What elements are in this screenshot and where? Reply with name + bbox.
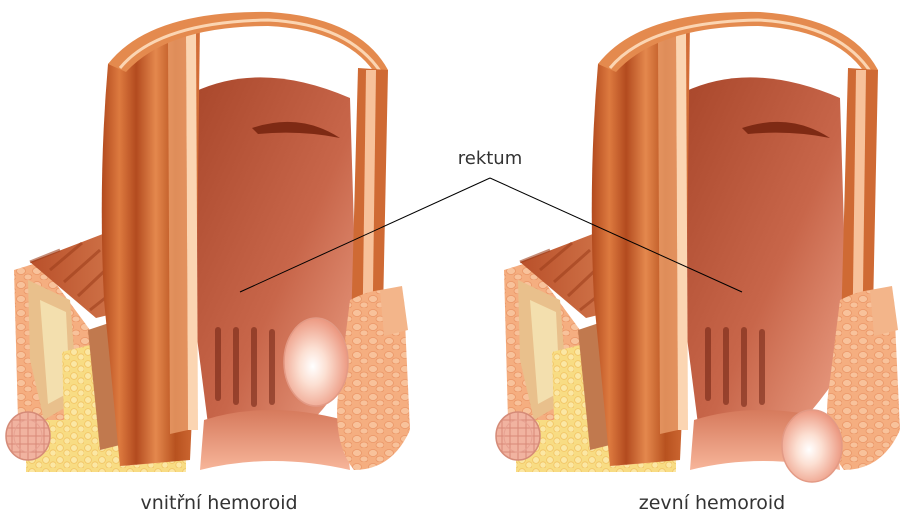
caption-external-hemorrhoid: zevní hemoroid [639, 492, 786, 514]
internal-hemorrhoid-shape [284, 318, 348, 406]
caption-internal-hemorrhoid: vnitřní hemoroid [140, 492, 297, 514]
rectum-illustration-right [496, 12, 900, 472]
panel-external-hemorrhoid: zevní hemoroid [496, 12, 900, 514]
external-hemorrhoid-shape [782, 410, 842, 482]
callout-label: rektum [458, 148, 523, 169]
panel-internal-hemorrhoid: vnitřní hemoroid [6, 12, 410, 514]
